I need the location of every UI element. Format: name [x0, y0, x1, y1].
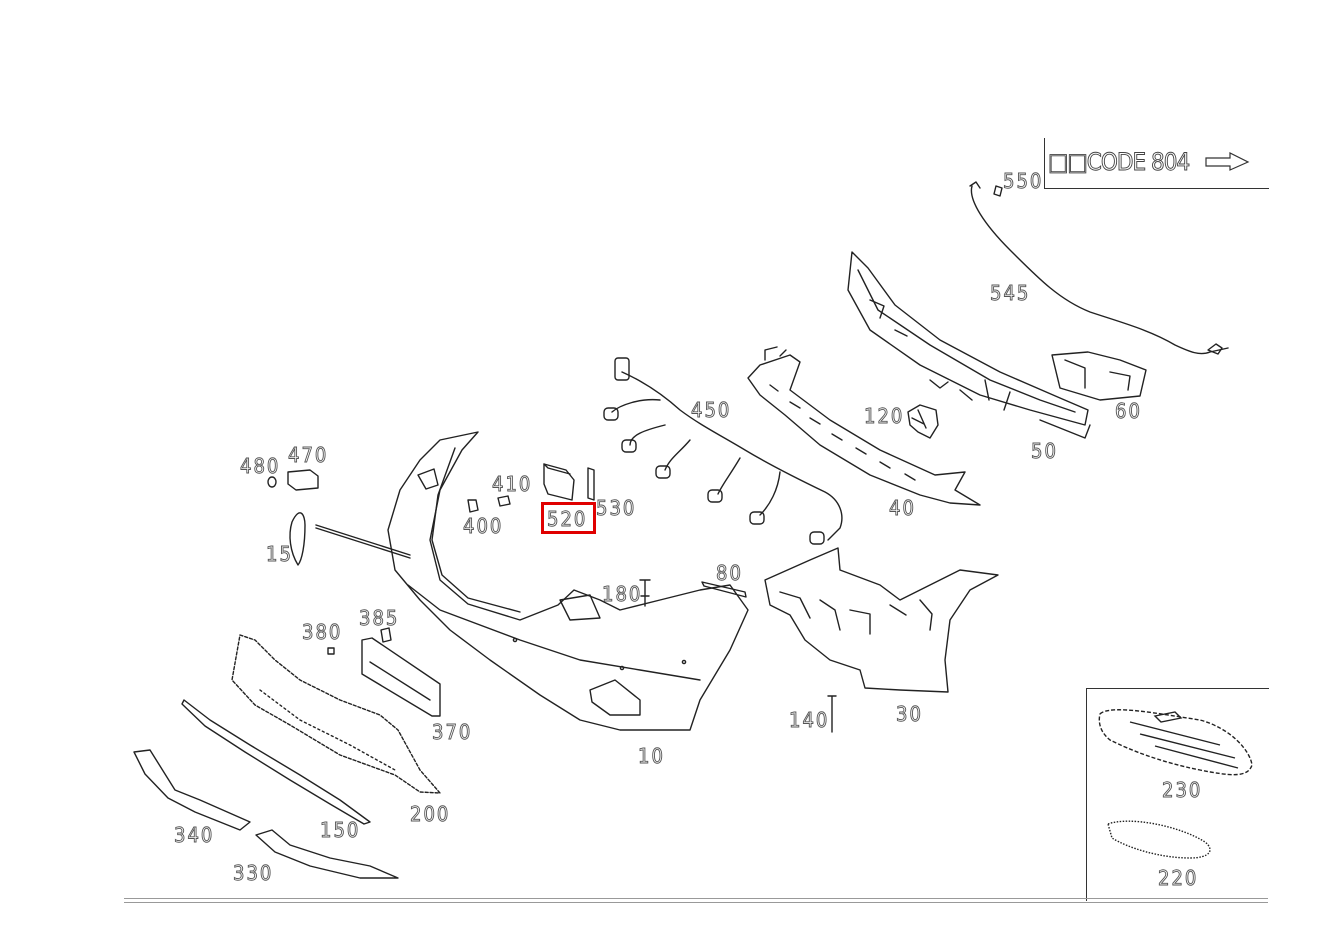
inset-grille-parts [1098, 709, 1253, 859]
part-410-clip[interactable] [497, 495, 511, 507]
part-label-450[interactable]: 450 [691, 398, 732, 422]
part-label-150[interactable]: 150 [320, 818, 361, 842]
part-80-strip[interactable] [701, 581, 747, 598]
part-label-80[interactable]: 80 [716, 561, 743, 585]
part-label-340[interactable]: 340 [174, 823, 215, 847]
part-label-10[interactable]: 10 [638, 744, 665, 768]
part-230-grille-insert[interactable] [1098, 709, 1253, 776]
part-label-50[interactable]: 50 [1031, 439, 1058, 463]
code-note-box [1044, 138, 1269, 189]
part-30-bumper-side[interactable] [764, 547, 999, 693]
part-label-520[interactable]: 520 [547, 507, 588, 531]
part-label-330[interactable]: 330 [233, 861, 274, 885]
part-label-480[interactable]: 480 [240, 454, 281, 478]
part-50-impact-beam[interactable] [847, 251, 1091, 439]
part-label-400[interactable]: 400 [463, 514, 504, 538]
part-120-bracket[interactable] [907, 404, 939, 439]
part-40-energy-absorber[interactable] [747, 346, 981, 506]
code-note-text: □□CODE 804 [1048, 148, 1191, 177]
inset-panel [1086, 688, 1269, 901]
part-label-530[interactable]: 530 [596, 496, 637, 520]
part-480-ring[interactable] [267, 476, 277, 488]
part-label-550[interactable]: 550 [1003, 169, 1044, 193]
part-450-wiring-harness[interactable] [603, 357, 843, 545]
part-15-emblem[interactable] [289, 512, 411, 566]
part-label-410[interactable]: 410 [492, 472, 533, 496]
part-370-license-plate-bracket[interactable] [361, 637, 441, 717]
part-label-220[interactable]: 220 [1158, 866, 1199, 890]
part-400-clip[interactable] [467, 499, 479, 513]
bottom-rule [124, 898, 1268, 903]
part-label-180[interactable]: 180 [602, 582, 643, 606]
part-340-trim[interactable] [133, 749, 251, 831]
part-180-bolt[interactable] [639, 579, 651, 607]
part-label-545[interactable]: 545 [990, 281, 1031, 305]
highlight-box-520 [541, 502, 596, 534]
part-label-15[interactable]: 15 [266, 542, 293, 566]
part-label-385[interactable]: 385 [359, 606, 400, 630]
part-label-40[interactable]: 40 [889, 496, 916, 520]
part-label-470[interactable]: 470 [288, 443, 329, 467]
part-330-trim[interactable] [255, 829, 399, 879]
part-150-strip[interactable] [181, 699, 371, 825]
part-385-clip[interactable] [380, 627, 392, 643]
part-label-140[interactable]: 140 [789, 708, 830, 732]
part-140-bolt[interactable] [827, 695, 837, 733]
part-10-bumper-cover[interactable] [387, 431, 749, 731]
part-label-60[interactable]: 60 [1115, 399, 1142, 423]
part-520-module[interactable] [543, 463, 575, 501]
part-60-bracket[interactable] [1051, 351, 1147, 401]
part-530-bracket[interactable] [587, 467, 595, 501]
code-arrow-icon [1205, 152, 1250, 171]
part-label-380[interactable]: 380 [302, 620, 343, 644]
part-545-cable[interactable] [969, 181, 1229, 355]
part-label-120[interactable]: 120 [864, 404, 905, 428]
part-label-230[interactable]: 230 [1162, 778, 1203, 802]
part-label-30[interactable]: 30 [896, 702, 923, 726]
part-200-lower-grille[interactable] [231, 634, 441, 794]
part-label-370[interactable]: 370 [432, 720, 473, 744]
part-380-screw[interactable] [327, 647, 335, 655]
part-220-mesh[interactable] [1107, 820, 1211, 859]
part-label-200[interactable]: 200 [410, 802, 451, 826]
part-470-sensor[interactable] [287, 469, 319, 491]
